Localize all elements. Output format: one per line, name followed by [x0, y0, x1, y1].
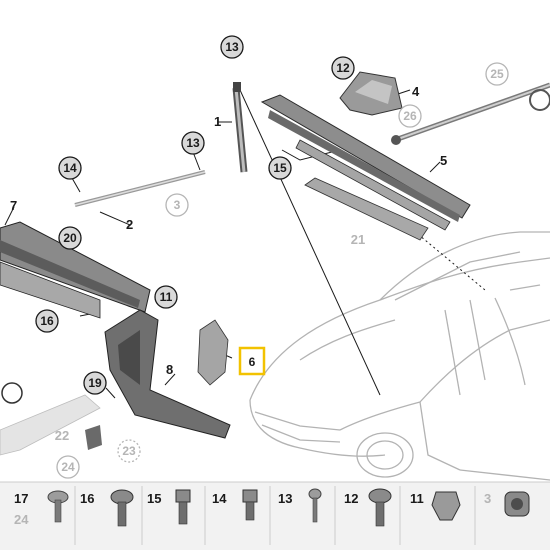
- bolt-icon: [175, 489, 191, 503]
- bracket-6: [197, 319, 229, 386]
- svg-text:12: 12: [344, 491, 358, 506]
- svg-text:14: 14: [63, 161, 77, 175]
- callout-22[interactable]: 22: [55, 428, 69, 443]
- svg-text:22: 22: [55, 428, 69, 443]
- svg-text:24: 24: [14, 512, 29, 527]
- svg-text:12: 12: [336, 61, 350, 75]
- legend-item-15[interactable]: 15: [147, 489, 191, 525]
- callout-20[interactable]: 20: [58, 226, 82, 250]
- svg-text:23: 23: [122, 444, 136, 458]
- svg-text:11: 11: [160, 290, 173, 304]
- cowl-panel-5: [260, 94, 471, 231]
- callout-23[interactable]: 23: [117, 439, 141, 463]
- seal-21: [304, 177, 429, 241]
- legend-item-17[interactable]: 17 24: [14, 490, 69, 527]
- svg-text:24: 24: [61, 460, 75, 474]
- legend-item-16[interactable]: 16: [80, 489, 134, 527]
- callout-25[interactable]: 25: [485, 62, 509, 86]
- label-2: 2: [126, 217, 133, 232]
- svg-text:16: 16: [40, 314, 54, 328]
- callout-13-top[interactable]: 13: [220, 35, 244, 59]
- legend-item-13[interactable]: 13: [278, 488, 322, 523]
- svg-text:26: 26: [403, 109, 417, 123]
- strut-1: [232, 82, 248, 173]
- svg-text:19: 19: [88, 376, 102, 390]
- callout-26[interactable]: 26: [398, 104, 422, 128]
- label-5: 5: [440, 153, 447, 168]
- callout-13-mid[interactable]: 13: [181, 131, 205, 155]
- svg-text:6: 6: [249, 355, 256, 369]
- callout-21[interactable]: 21: [351, 232, 365, 247]
- label-1: 1: [214, 114, 221, 129]
- svg-text:25: 25: [490, 67, 504, 81]
- callout-24[interactable]: 24: [56, 455, 80, 479]
- callout-14[interactable]: 14: [58, 156, 82, 180]
- svg-text:17: 17: [14, 491, 28, 506]
- label-8: 8: [166, 362, 173, 377]
- callout-11[interactable]: 11: [154, 285, 178, 309]
- svg-text:20: 20: [63, 231, 77, 245]
- legend-item-11[interactable]: 11: [410, 491, 461, 521]
- clip-nut-icon: [431, 491, 461, 521]
- part-labels: 1 2 4 5 7 8: [10, 84, 447, 377]
- svg-text:11: 11: [410, 491, 424, 506]
- rail-2: [74, 170, 206, 207]
- svg-text:3: 3: [484, 491, 491, 506]
- svg-text:21: 21: [351, 232, 365, 247]
- bracket-12: [339, 71, 403, 116]
- svg-text:16: 16: [80, 491, 94, 506]
- bolt-icon: [242, 489, 258, 503]
- legend-item-3[interactable]: 3: [484, 491, 530, 517]
- bracket-8: [104, 309, 231, 439]
- callout-6-highlighted[interactable]: 6: [238, 346, 266, 376]
- legend-strip: 17 24 16 15 14 13 12: [0, 481, 550, 550]
- svg-text:15: 15: [273, 161, 287, 175]
- legend-item-12[interactable]: 12: [344, 488, 392, 527]
- car-outline: [249, 231, 550, 481]
- svg-text:13: 13: [278, 491, 292, 506]
- svg-text:15: 15: [147, 491, 161, 506]
- svg-text:13: 13: [225, 40, 239, 54]
- screw-icon: [368, 488, 392, 504]
- callout-15[interactable]: 15: [268, 156, 292, 180]
- callout-3[interactable]: 3: [165, 193, 189, 217]
- legend-item-14[interactable]: 14: [212, 489, 258, 521]
- rod-25: [391, 82, 550, 145]
- svg-text:3: 3: [174, 198, 181, 212]
- callout-12[interactable]: 12: [331, 56, 355, 80]
- svg-text:13: 13: [186, 136, 200, 150]
- clip-icon: [308, 488, 322, 500]
- callouts: 13 12 25 26 13 14 15 3 21 20 11 16 6 19 …: [35, 35, 509, 479]
- svg-text:14: 14: [212, 491, 227, 506]
- callout-19[interactable]: 19: [83, 371, 107, 395]
- lower-left-part: [0, 382, 102, 456]
- label-4: 4: [412, 84, 420, 99]
- panel-7: [0, 221, 151, 319]
- callout-16[interactable]: 16: [35, 309, 59, 333]
- label-7: 7: [10, 198, 17, 213]
